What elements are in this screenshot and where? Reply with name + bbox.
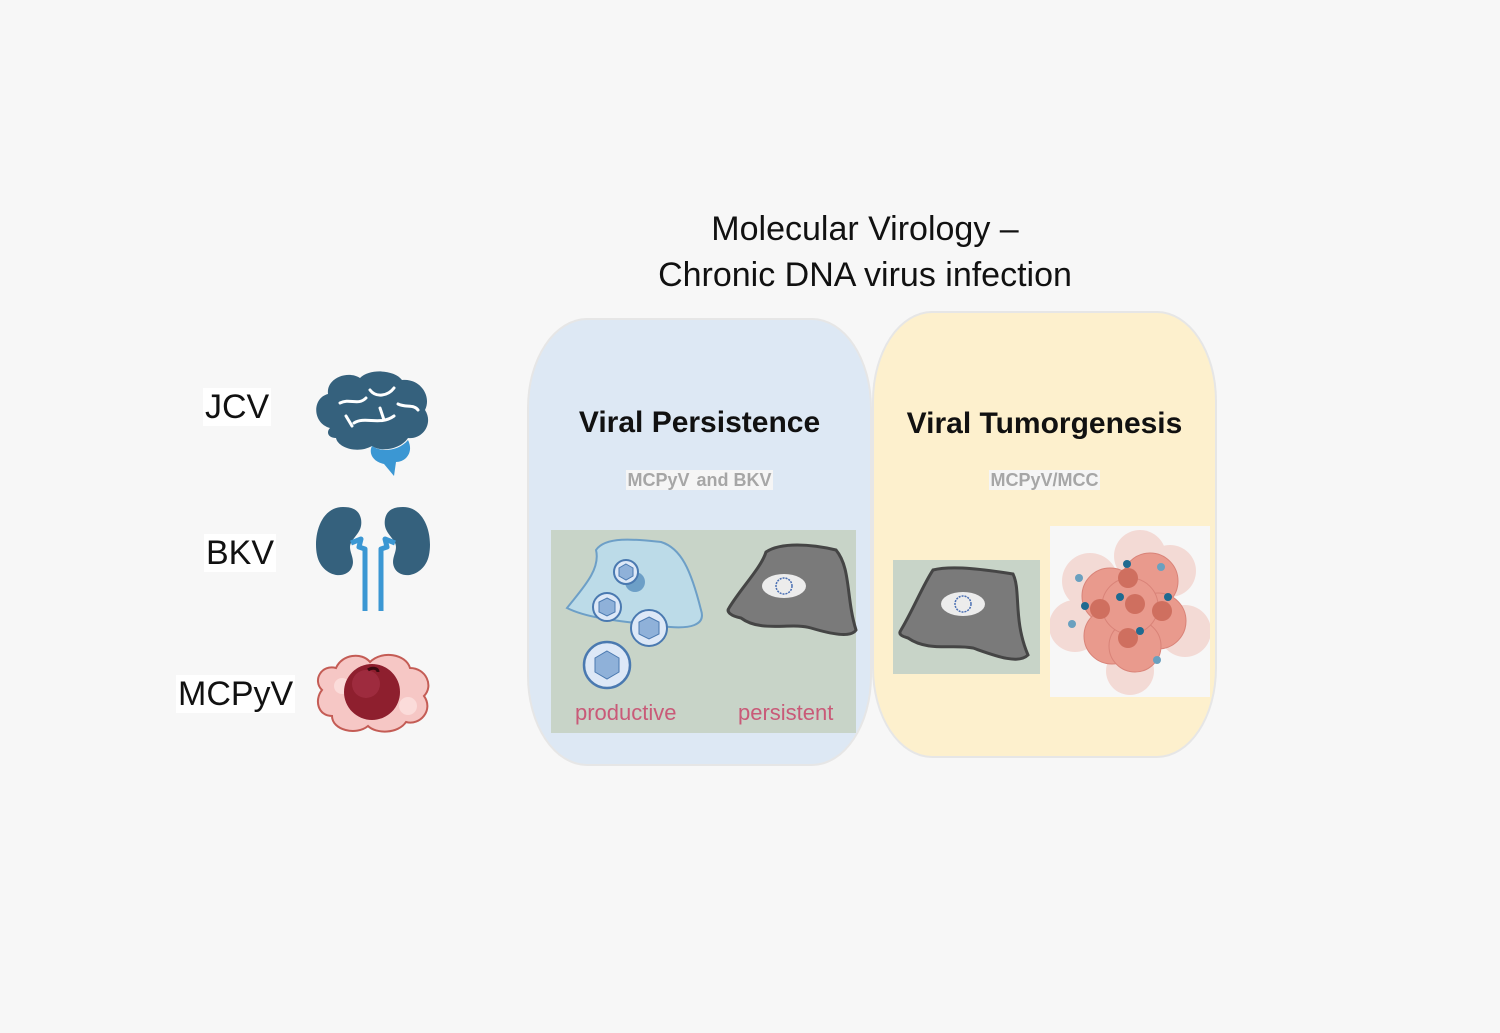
panel-title-tumorgenesis: Viral Tumorgenesis [906,407,1183,440]
label-persistent: persistent [738,700,834,725]
diagram-title: Molecular Virology – Chronic DNA virus i… [600,206,1130,298]
persistent-cell-icon [726,543,858,636]
tumor-cells-icon [1049,530,1211,695]
virion-icon [582,640,632,690]
subtitle-mcpyv: MCPyV [626,470,691,490]
latent-cell-icon [898,566,1030,661]
productive-cell-icon [565,538,703,690]
title-line-1: Molecular Virology – [711,210,1019,248]
latent-cell-illustration [893,560,1040,674]
tumor-illustration [1049,526,1211,697]
title-line-2: Chronic DNA virus infection [658,256,1072,294]
virion-icon [592,592,622,622]
panel-subtitle-tumorgenesis: MCPyV/MCC [874,470,1215,491]
panel-title-persistence: Viral Persistence [578,406,821,439]
infection-illustration: productive persistent [551,530,858,733]
viral-tumorgenesis-panel: Viral Tumorgenesis MCPyV/MCC [872,311,1217,758]
skin-tumor-icon [316,653,430,733]
subtitle-mcpyv-mcc: MCPyV/MCC [989,470,1100,490]
virus-label-bkv: BKV [204,534,277,572]
brain-icon [316,371,429,476]
virion-icon [613,559,639,585]
kidneys-icon [316,507,430,611]
viral-persistence-panel: Viral Persistence MCPyV and BKV producti… [527,318,872,766]
virus-label-jcv: JCV [203,388,272,426]
virion-icon [630,609,668,647]
subtitle-and-bkv: and BKV [690,470,773,490]
panel-subtitle-persistence: MCPyV and BKV [529,470,870,491]
virus-label-mcpyv: MCPyV [176,675,296,713]
label-productive: productive [575,700,677,725]
